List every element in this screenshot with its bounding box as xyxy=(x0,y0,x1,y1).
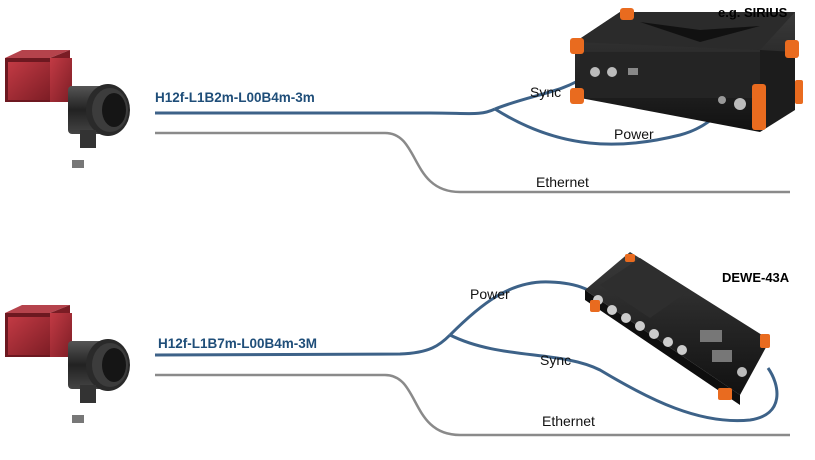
camera-1-icon xyxy=(5,50,130,168)
ethernet-label-1: Ethernet xyxy=(536,174,589,190)
power-label-1: Power xyxy=(614,126,654,142)
dewe-43a-device-icon xyxy=(585,252,770,405)
power-label-2: Power xyxy=(470,286,510,302)
setup-2 xyxy=(5,252,790,437)
cable-label-2: H12f-L1B7m-L00B4m-3M xyxy=(158,336,318,351)
device-label-dewe43a: DEWE-43A xyxy=(722,270,790,285)
sync-label-2: Sync xyxy=(540,352,572,368)
ethernet-label-2: Ethernet xyxy=(542,413,595,429)
cable-label-1: H12f-L1B2m-L00B4m-3m xyxy=(155,90,315,105)
hybrid-cable-1 xyxy=(155,107,496,116)
camera-2-icon xyxy=(5,305,130,423)
hybrid-cable-2 xyxy=(154,333,452,357)
ethernet-cable-1 xyxy=(155,131,790,194)
sync-cable-2 xyxy=(449,333,779,423)
ethernet-cable-2 xyxy=(155,373,790,437)
setup-1 xyxy=(5,8,803,194)
device-label-sirius: e.g. SIRIUS xyxy=(718,5,788,20)
sync-label-1: Sync xyxy=(530,84,562,100)
sirius-device-icon xyxy=(570,8,803,132)
